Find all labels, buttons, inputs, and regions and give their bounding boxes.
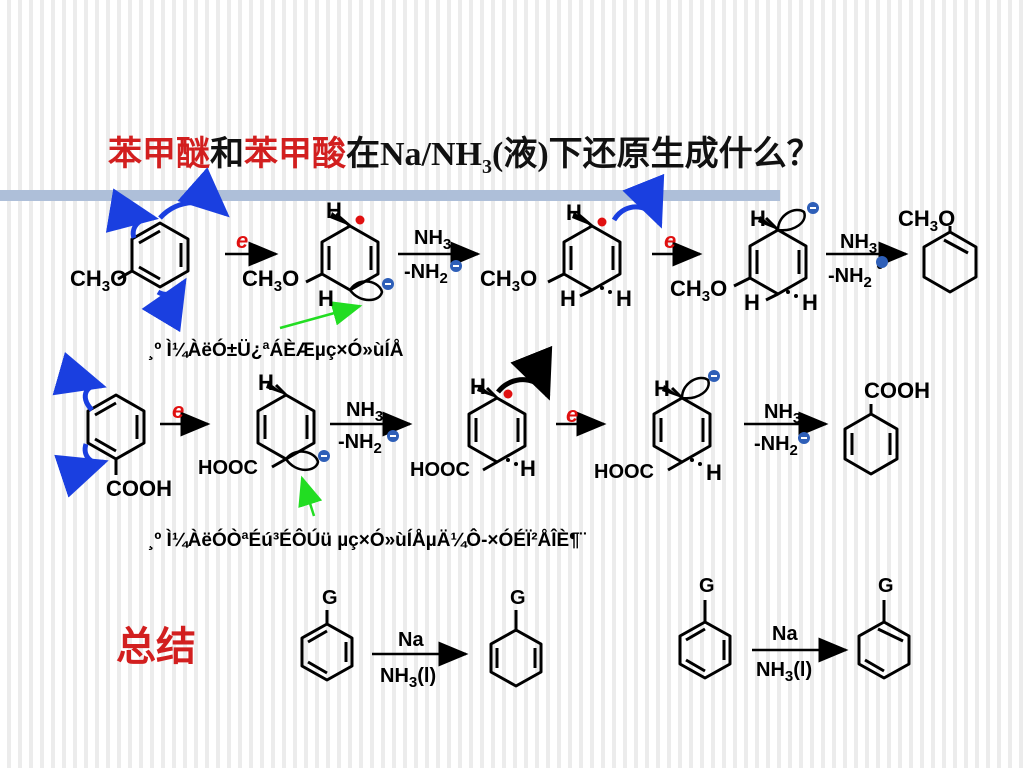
title-underline-bar <box>0 190 780 201</box>
product-2-ring <box>843 404 899 476</box>
cyclohexadienyl-anion-ring <box>733 208 808 302</box>
label-ch3o-4: CH3O <box>670 276 728 305</box>
label-nh3-2: NH3 <box>840 231 878 257</box>
acid-radical-ring <box>467 386 527 472</box>
radical-anion-ring <box>305 212 384 302</box>
highlight-arrows <box>279 301 363 517</box>
label-ch3o-2: CH3O <box>242 266 300 295</box>
label-cooh-product: COOH <box>864 378 930 403</box>
label-h-top-5: H <box>470 374 486 399</box>
label-h-top-3: H <box>750 206 766 231</box>
label-h-top-1: H <box>326 198 342 223</box>
label-hooc-3: HOOC <box>594 461 654 483</box>
label-g-2: G <box>510 587 526 609</box>
anisole-ring <box>117 221 190 289</box>
label-nh3-3: NH3 <box>346 399 384 425</box>
label-h-top-6: H <box>654 376 670 401</box>
label-h-bottom-3a: H <box>744 290 760 315</box>
product-1-ring <box>922 226 978 294</box>
label-hooc-2: HOOC <box>410 459 470 481</box>
cyclohexadienyl-radical-ring <box>547 212 622 298</box>
label-electron-1: e <box>236 228 249 253</box>
label-h-bottom-2a: H <box>560 286 576 311</box>
note-row1: ¸º Ì¼ÀëÓ±Ü¿ªÁÈÆµç×Ó»ùÍÅ <box>148 340 404 361</box>
title-condition: 在Na/NH3(液)下还原生成什么？ <box>346 136 821 178</box>
label-h-top-2: H <box>566 200 582 225</box>
label-g-3: G <box>699 575 715 597</box>
label-h-top-4: H <box>258 370 274 395</box>
label-nh3-4: NH3 <box>764 401 802 427</box>
note-row2: ¸º Ì¼ÀëÓÒªÉú³ÉÔÚü µç×Ó»ùÍÅµÄ¼Ô-×ÓÉÏ²ÅÎÈ¶… <box>148 530 587 551</box>
label-g-1: G <box>322 587 338 609</box>
summary-right-reactant-ring <box>678 600 732 680</box>
label-electron-4: e <box>566 402 579 427</box>
benzoic-acid-ring <box>86 393 146 475</box>
acid-radical-anion-ring <box>256 383 320 472</box>
label-h-bottom-3b: H <box>802 290 818 315</box>
label-na-1: Na <box>398 629 424 651</box>
label-nh2-4: -NH2 <box>754 433 798 459</box>
title-benzoic-acid: 苯甲酸 <box>244 136 346 173</box>
label-h-bottom-6: H <box>706 460 722 485</box>
label-na-2: Na <box>772 623 798 645</box>
label-h-bottom-1: H <box>318 286 334 311</box>
label-nh2-1: -NH2 <box>404 261 448 287</box>
label-nh3-1: NH3 <box>414 227 452 253</box>
label-h-bottom-2b: H <box>616 286 632 311</box>
label-nh3l-1: NH3(l) <box>380 665 437 691</box>
label-electron-2: e <box>664 228 677 253</box>
label-nh2-2: -NH2 <box>828 265 872 291</box>
radical-dots <box>355 215 607 399</box>
label-electron-3: e <box>172 398 185 423</box>
label-ch3o-product: CH3O <box>898 206 956 235</box>
summary-right-product-ring <box>857 600 911 680</box>
label-ch3o-1: CH3O <box>70 266 128 295</box>
summary-left-reactant-ring <box>300 610 354 682</box>
title-and: 和 <box>210 136 244 173</box>
label-nh2-3: -NH2 <box>338 431 382 457</box>
acid-anion-ring <box>652 376 712 472</box>
label-g-4: G <box>878 575 894 597</box>
label-ch3o-3: CH3O <box>480 266 538 295</box>
title-anisole: 苯甲醚 <box>108 136 210 173</box>
electron-push-arrows <box>52 167 665 498</box>
label-h-bottom-5: H <box>520 456 536 481</box>
radical-arrow <box>496 345 553 401</box>
page-title: 苯甲醚和苯甲酸在Na/NH3(液)下还原生成什么？ <box>108 126 821 179</box>
summary-heading: 总结 <box>116 624 196 670</box>
label-hooc-1: HOOC <box>198 457 258 479</box>
label-nh3l-2: NH3(l) <box>756 659 813 685</box>
summary-left-product-ring <box>489 610 543 688</box>
label-cooh-reactant: COOH <box>106 476 172 501</box>
